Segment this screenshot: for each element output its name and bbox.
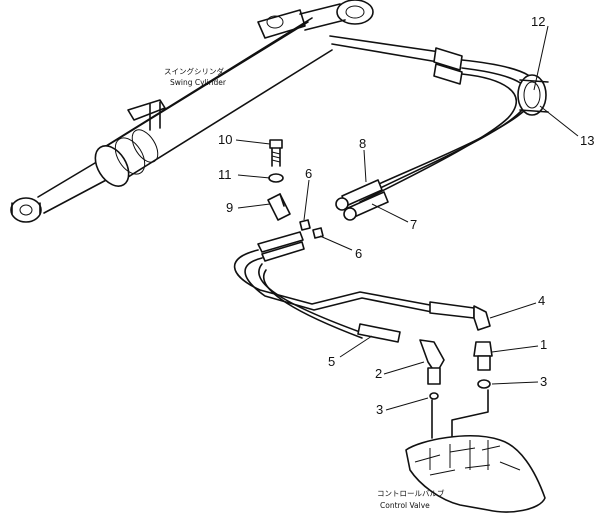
leader-lines — [235, 25, 579, 411]
callout-3b: 3 — [376, 402, 383, 417]
callout-6a: 6 — [305, 166, 312, 181]
callout-3a: 3 — [540, 374, 547, 389]
callout-2: 2 — [375, 366, 382, 381]
small-fittings — [299, 219, 324, 239]
callout-12: 12 — [531, 14, 545, 29]
hose-assemblies — [329, 35, 539, 221]
swing-cylinder — [10, 0, 374, 223]
callout-8: 8 — [359, 136, 366, 151]
callout-4: 4 — [538, 293, 545, 308]
control-valve-label-jp: コントロールバルブ — [377, 488, 445, 498]
tube-assembly — [233, 231, 491, 343]
callout-6b: 6 — [355, 246, 362, 261]
swing-cylinder-label-en: Swing Cylinder — [170, 78, 227, 87]
callout-5: 5 — [328, 354, 335, 369]
callout-7: 7 — [410, 217, 417, 232]
swing-cylinder-label-jp: スイングシリンダ — [164, 66, 224, 76]
callout-11: 11 — [218, 167, 232, 182]
bolt-washer-clamp — [267, 139, 291, 221]
clamp-block — [517, 74, 549, 116]
callout-10: 10 — [218, 132, 232, 147]
callout-9: 9 — [226, 200, 233, 215]
valve-fittings — [419, 339, 493, 400]
callout-13: 13 — [580, 133, 594, 148]
control-valve-label-en: Control Valve — [380, 501, 430, 510]
callout-1: 1 — [540, 337, 547, 352]
control-valve — [405, 389, 546, 513]
